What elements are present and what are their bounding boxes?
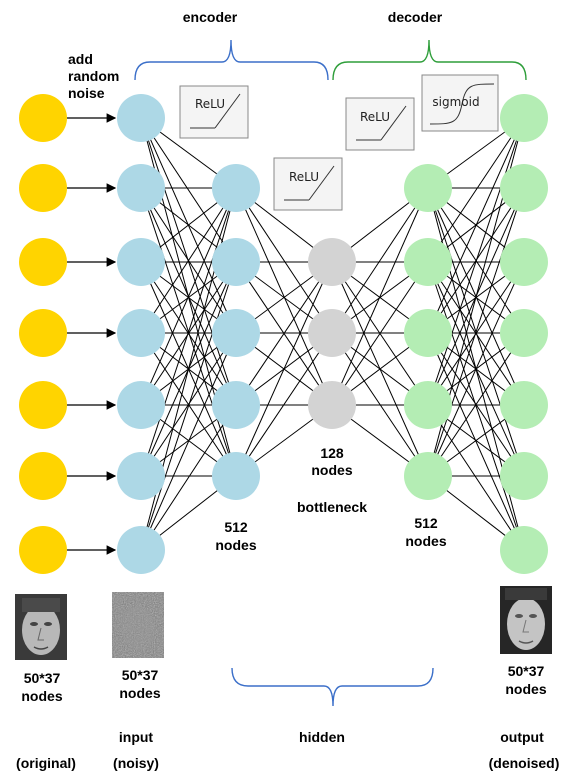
edge-input-0-to-enc_hidden-1	[140, 117, 237, 263]
input-node-3	[117, 309, 165, 357]
edge-bottleneck-2-to-dec_hidden-1	[331, 261, 429, 406]
edge-dec_hidden-4-to-output-3	[427, 332, 525, 477]
network-nodes	[19, 94, 548, 574]
enc-hidden-node-0	[212, 164, 260, 212]
bottleneck-nodes-label: nodes	[311, 462, 352, 478]
edge-input-6-to-enc_hidden-2	[140, 332, 237, 551]
bottleneck-node-0	[308, 238, 356, 286]
enc-hidden-node-1	[212, 238, 260, 286]
edge-dec_hidden-4-to-output-1	[427, 187, 525, 477]
enc-hidden-node-2	[212, 309, 260, 357]
original-size-label: 50*37	[24, 670, 61, 686]
original-node-0	[19, 94, 67, 142]
edge-dec_hidden-4-to-output-2	[427, 261, 525, 477]
noisy-size-label: 50*37	[122, 667, 159, 683]
original-caption: (original)	[16, 755, 76, 771]
relu-text-enc1: ReLU	[195, 97, 225, 111]
enc-hidden-nodes-label: nodes	[215, 537, 256, 553]
dec-hidden-node-3	[404, 381, 452, 429]
input-node-2	[117, 238, 165, 286]
activation-box-relu-enc1: ReLU	[179, 85, 249, 139]
hidden-brace	[231, 667, 434, 707]
hidden-label: hidden	[299, 729, 345, 745]
output-node-2	[500, 238, 548, 286]
bottleneck-node-1	[308, 309, 356, 357]
input-node-0	[117, 94, 165, 142]
output-node-6	[500, 526, 548, 574]
original-face-image	[15, 594, 67, 660]
activation-box-relu-dec1: ReLU	[345, 97, 415, 151]
edge-enc_hidden-0-to-bottleneck-1	[235, 187, 333, 334]
original-node-5	[19, 452, 67, 500]
original-node-2	[19, 238, 67, 286]
encoder-brace	[134, 39, 329, 81]
noisy-caption: (noisy)	[113, 755, 159, 771]
dec-hidden-nodes-label: nodes	[405, 533, 446, 549]
bottleneck-size-label: 128	[320, 445, 344, 461]
decoder-label: decoder	[388, 9, 443, 25]
edge-input-6-to-enc_hidden-3	[140, 404, 237, 551]
edge-bottleneck-1-to-dec_hidden-0	[331, 187, 429, 334]
input-node-1	[117, 164, 165, 212]
edge-dec_hidden-2-to-output-0	[427, 117, 525, 334]
original-nodes-label: nodes	[21, 688, 62, 704]
decoder-brace	[332, 39, 527, 81]
edge-enc_hidden-3-to-bottleneck-0	[235, 261, 333, 406]
denoised-nodes-label: nodes	[505, 681, 546, 697]
encoder-label: encoder	[183, 9, 238, 25]
edge-dec_hidden-2-to-output-6	[427, 332, 525, 551]
input-node-4	[117, 381, 165, 429]
denoised-caption: (denoised)	[489, 755, 560, 771]
dec-hidden-node-0	[404, 164, 452, 212]
original-node-1	[19, 164, 67, 212]
sigmoid-text-dec2: sigmoid	[432, 95, 479, 109]
noisy-face-image	[112, 592, 164, 658]
enc-hidden-size-label: 512	[224, 519, 248, 535]
input-node-5	[117, 452, 165, 500]
denoised-size-label: 50*37	[508, 663, 545, 679]
denoised-face-image	[500, 586, 552, 654]
relu-text-dec1: ReLU	[360, 110, 390, 124]
bottleneck-name-label: bottleneck	[297, 499, 367, 515]
input-label: input	[119, 729, 154, 745]
relu-text-enc2: ReLU	[289, 170, 319, 184]
add-noise-label-1: add	[68, 51, 93, 67]
edge-enc_hidden-4-to-bottleneck-1	[235, 332, 333, 477]
input-node-6	[117, 526, 165, 574]
edge-input-5-to-enc_hidden-0	[140, 187, 237, 477]
dec-hidden-size-label: 512	[414, 515, 438, 531]
dec-hidden-node-4	[404, 452, 452, 500]
edge-dec_hidden-1-to-output-6	[427, 261, 525, 551]
bottleneck-node-2	[308, 381, 356, 429]
output-node-3	[500, 309, 548, 357]
edge-dec_hidden-1-to-output-0	[427, 117, 525, 263]
edge-input-4-to-enc_hidden-0	[140, 187, 237, 406]
activation-box-relu-enc2: ReLU	[273, 157, 343, 211]
noisy-nodes-label: nodes	[119, 685, 160, 701]
edge-input-6-to-enc_hidden-1	[140, 261, 237, 551]
output-node-0	[500, 94, 548, 142]
add-noise-label-3: noise	[68, 85, 105, 101]
original-node-3	[19, 309, 67, 357]
noise-arrows	[67, 113, 117, 555]
edge-bottleneck-2-to-dec_hidden-0	[331, 187, 429, 406]
dec-hidden-node-1	[404, 238, 452, 286]
enc-hidden-node-3	[212, 381, 260, 429]
add-noise-label-2: random	[68, 68, 119, 84]
activation-box-sigmoid-dec2: sigmoid	[421, 74, 499, 132]
original-node-4	[19, 381, 67, 429]
dec-hidden-node-2	[404, 309, 452, 357]
edge-enc_hidden-0-to-bottleneck-2	[235, 187, 333, 406]
original-node-6	[19, 526, 67, 574]
edge-enc_hidden-4-to-bottleneck-0	[235, 261, 333, 477]
output-node-4	[500, 381, 548, 429]
edge-input-3-to-enc_hidden-0	[140, 187, 237, 334]
edge-dec_hidden-3-to-output-0	[427, 117, 525, 406]
enc-hidden-node-4	[212, 452, 260, 500]
output-label: output	[500, 729, 544, 745]
output-node-1	[500, 164, 548, 212]
output-node-5	[500, 452, 548, 500]
edge-input-6-to-enc_hidden-0	[140, 187, 237, 551]
